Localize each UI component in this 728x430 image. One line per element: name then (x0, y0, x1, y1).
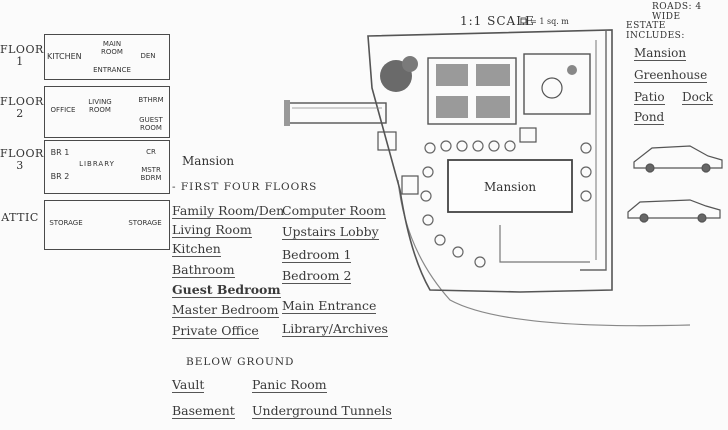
driveway (499, 225, 590, 263)
room-link-basement[interactable]: Basement (172, 403, 235, 419)
room-link-master-bedroom[interactable]: Master Bedroom (172, 302, 279, 318)
estate-link-dock[interactable]: Dock (682, 90, 713, 105)
room-link-bedroom-1[interactable]: Bedroom 1 (282, 247, 352, 263)
floor-2-plan (44, 86, 170, 138)
below-ground-heading: BELOW GROUND (186, 356, 295, 368)
stairs-2 (377, 131, 397, 151)
floor-1-label: FLOOR 1 (0, 44, 43, 68)
room-link-bathroom[interactable]: Bathroom (172, 262, 235, 278)
attic-plan (44, 200, 170, 250)
room-link-guest-bedroom[interactable]: Guest Bedroom (172, 282, 281, 298)
floor-1-plan (44, 34, 170, 80)
patio-feature (567, 65, 577, 75)
room-link-main-entrance[interactable]: Main Entrance (282, 298, 377, 314)
first-four-floors-text: FIRST FOUR FLOORS (180, 181, 318, 193)
mansion-building (447, 159, 573, 213)
floor-2-label: FLOOR 2 (0, 96, 43, 120)
greenhouse-bed-3 (436, 96, 468, 118)
room-storage-left: STORAGE (49, 219, 83, 227)
stairs-1 (401, 175, 419, 195)
patio (523, 53, 591, 115)
first-four-floors-heading: - FIRST FOUR FLOORS (172, 181, 317, 193)
room-guest-room: GUEST ROOM (139, 116, 163, 132)
mansion-list-title: Mansion (182, 154, 235, 168)
estate-link-patio[interactable]: Patio (634, 90, 665, 105)
room-br1: BR 1 (50, 148, 70, 157)
room-bathroom: BTHRM (138, 96, 164, 104)
room-kitchen: KITCHEN (47, 52, 82, 61)
room-link-library-archives[interactable]: Library/Archives (282, 321, 388, 337)
dock-post (284, 100, 290, 126)
estate-includes-heading: ESTATE INCLUDES: (626, 21, 685, 41)
roads-note: ROADS: 4 WIDE (652, 2, 702, 22)
room-link-computer-room[interactable]: Computer Room (282, 203, 386, 219)
room-link-private-office[interactable]: Private Office (172, 323, 259, 339)
dash-mark: - (172, 181, 181, 193)
attic-label-text: ATTIC (1, 211, 39, 224)
car-2 (627, 199, 721, 223)
room-living-room: LIVING ROOM (88, 98, 112, 114)
greenhouse-bed-2 (476, 64, 510, 86)
pond (541, 77, 563, 99)
room-link-underground-tunnels[interactable]: Underground Tunnels (252, 403, 392, 419)
scale-label: 1:1 SCALE (460, 14, 535, 28)
shrubs (420, 140, 592, 268)
room-main-room: MAIN ROOM (101, 40, 123, 56)
floor-1-label-text: FLOOR 1 (0, 43, 44, 68)
estate-boundary (367, 29, 613, 293)
floor-3-label: FLOOR 3 (0, 148, 43, 172)
floor-3-label-text: FLOOR 3 (0, 147, 44, 172)
room-link-vault[interactable]: Vault (172, 377, 205, 393)
floor-2-label-text: FLOOR 2 (0, 95, 44, 120)
greenhouse-bed-1 (436, 64, 468, 86)
room-link-bedroom-2[interactable]: Bedroom 2 (282, 268, 352, 284)
estate-link-greenhouse[interactable]: Greenhouse (634, 68, 708, 83)
room-office: OFFICE (50, 106, 76, 114)
greenhouse-bed-4 (476, 96, 510, 118)
estate-link-mansion[interactable]: Mansion (634, 46, 687, 61)
map-mansion-label: Mansion (484, 180, 537, 194)
room-entrance: ENTRANCE (93, 66, 131, 74)
room-master-bedroom: MSTR BDRM (140, 166, 162, 182)
road-right (580, 30, 607, 271)
room-link-panic-room[interactable]: Panic Room (252, 377, 327, 393)
room-link-kitchen[interactable]: Kitchen (172, 241, 221, 257)
room-link-upstairs-lobby[interactable]: Upstairs Lobby (282, 224, 379, 240)
room-br2: BR 2 (50, 172, 70, 181)
room-cr: CR (146, 148, 156, 156)
floor-3-plan (44, 140, 170, 194)
greenhouse (427, 57, 517, 125)
attic-label: ATTIC (0, 212, 40, 224)
tree-cluster-2 (402, 56, 418, 72)
room-library: LIBRARY (79, 160, 115, 168)
dock (285, 102, 387, 124)
estate-link-pond[interactable]: Pond (634, 110, 665, 125)
stairs-3 (519, 127, 537, 143)
scale-unit: □ = 1 sq. m (520, 17, 569, 26)
scale-square (520, 17, 527, 24)
room-storage-right: STORAGE (128, 219, 162, 227)
room-link-family-room[interactable]: Family Room/Den (172, 203, 285, 219)
room-link-living-room[interactable]: Living Room (172, 222, 252, 238)
car-1 (633, 145, 723, 173)
room-den: DEN (140, 52, 156, 60)
